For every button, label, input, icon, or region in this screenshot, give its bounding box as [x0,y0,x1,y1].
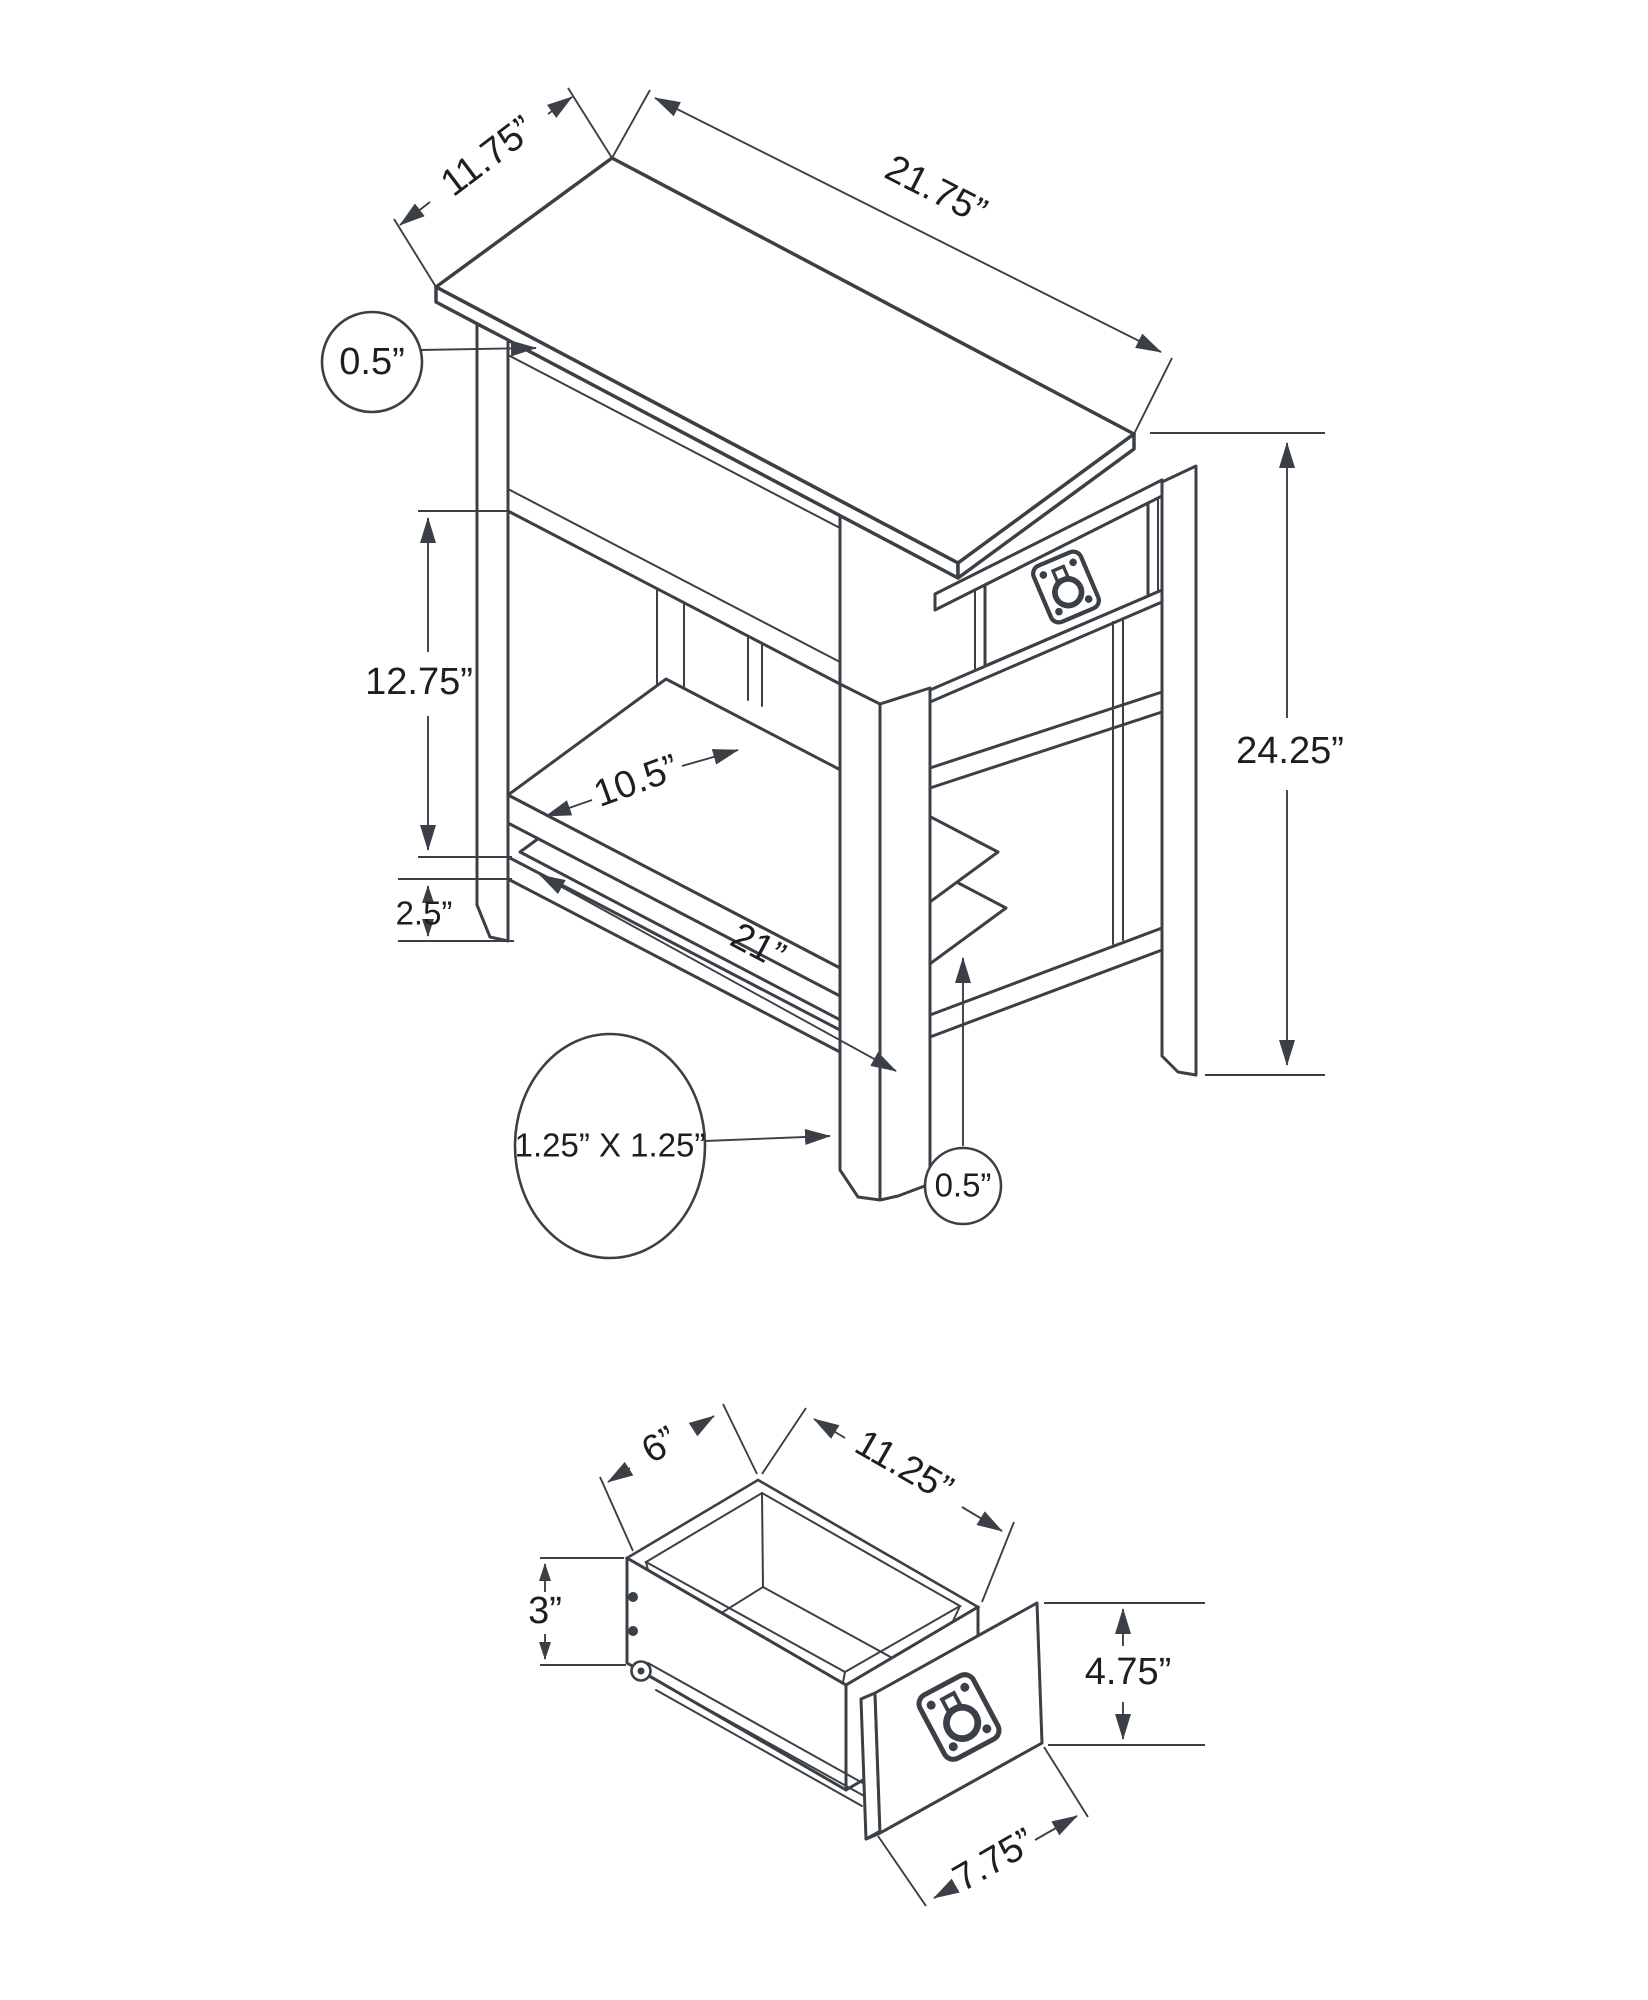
dim-label-overall-height: 24.25” [1236,730,1344,772]
right-back-leg [1160,464,1198,1077]
drawer-rim-inner [643,1491,963,1674]
dim-label-top-depth: 11.75” [433,108,542,205]
table-figure: 11.75” 21.75” 0.5” 12.75” 2.5” [320,87,1344,1260]
dim-label-apron-to-base: 12.75” [365,661,473,703]
bottom-side-stretcher [928,926,1164,1039]
drawer-front-panel [859,1601,1044,1841]
dim-label-inner-width: 6” [635,1419,686,1472]
dim-overall-height: 24.25” [1150,432,1344,1076]
callout-circle [320,310,424,414]
screw-icon [628,1592,638,1602]
drawer-figure: 6” 11.25” 3” 4.75” 7.75” [528,1403,1205,1907]
front-leg [838,682,932,1202]
right-mid-stile [1112,617,1124,945]
screw-icon [628,1626,638,1636]
dim-label-leg-section: 1.25” X 1.25” [515,1127,706,1164]
tabletop [434,156,1136,580]
dim-label-base-clearance: 2.5” [396,895,453,932]
dim-shelf-thickness: 0.5” [923,957,1003,1226]
dim-inner-width: 6” [599,1403,758,1552]
dim-label-side-height: 3” [528,1590,562,1632]
left-front-leg [475,322,510,943]
slide-rail [630,1660,869,1807]
dim-label-inner-length: 11.25” [848,1422,960,1511]
dim-label-shelf-thickness: 0.5” [935,1167,992,1204]
dim-side-height: 3” [528,1557,626,1666]
dim-label-top-thickness: 0.5” [339,341,404,383]
dim-label-front-height: 4.75” [1085,1651,1172,1693]
drawer-rim-outer [624,1478,981,1687]
callout-circle [923,1146,1003,1226]
dim-apron-to-base: 12.75” [365,510,512,858]
callout-circle [513,1032,707,1260]
dim-leg-section: 1.25” X 1.25” [513,1032,831,1260]
mid-side-rail [928,690,1164,790]
dim-top-thickness: 0.5” [320,310,537,414]
dim-label-front-width: 7.75” [946,1820,1042,1900]
dim-base-clearance: 2.5” [396,878,514,942]
dim-label-top-width: 21.75” [878,147,993,233]
dim-front-height: 4.75” [1044,1602,1205,1746]
